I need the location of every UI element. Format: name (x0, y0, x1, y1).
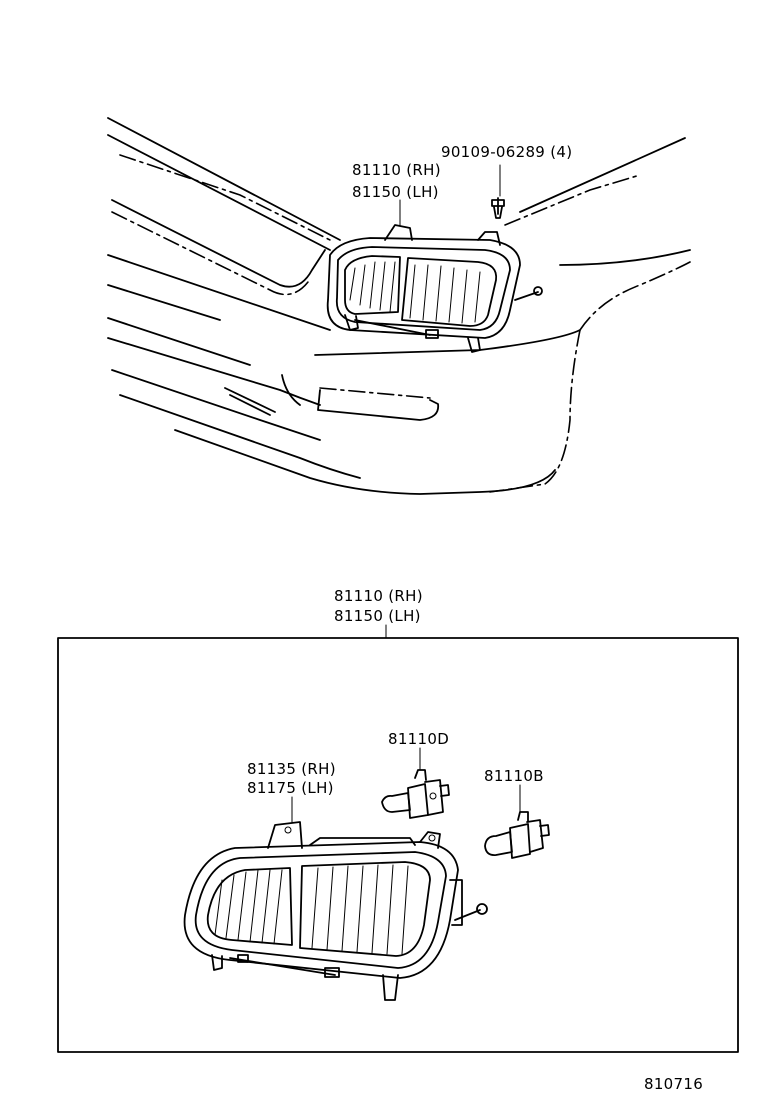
installed-headlamp (326, 197, 543, 353)
bulb-81110b (484, 811, 550, 859)
box-title-lh: 81150 (LH) (334, 607, 421, 625)
bottom-leader-lines (291, 747, 521, 823)
label-housing-lh: 81175 (LH) (247, 779, 334, 797)
top-leader-lines (399, 164, 501, 227)
box-title-rh: 81110 (RH) (334, 587, 423, 605)
callout-headlamp-lh: 81150 (LH) (352, 183, 439, 201)
bulb-81110d (381, 769, 450, 819)
assembly-box (57, 637, 739, 1053)
label-81110b: 81110B (484, 767, 544, 785)
vehicle-front-outline (107, 117, 691, 495)
headlamp-housing (183, 821, 488, 1001)
label-81110d: 81110D (388, 730, 449, 748)
figure-number: 810716 (644, 1075, 703, 1093)
callout-bolt: 90109-06289 (4) (441, 143, 572, 161)
callout-headlamp-rh: 81110 (RH) (352, 161, 441, 179)
label-housing-rh: 81135 (RH) (247, 760, 336, 778)
